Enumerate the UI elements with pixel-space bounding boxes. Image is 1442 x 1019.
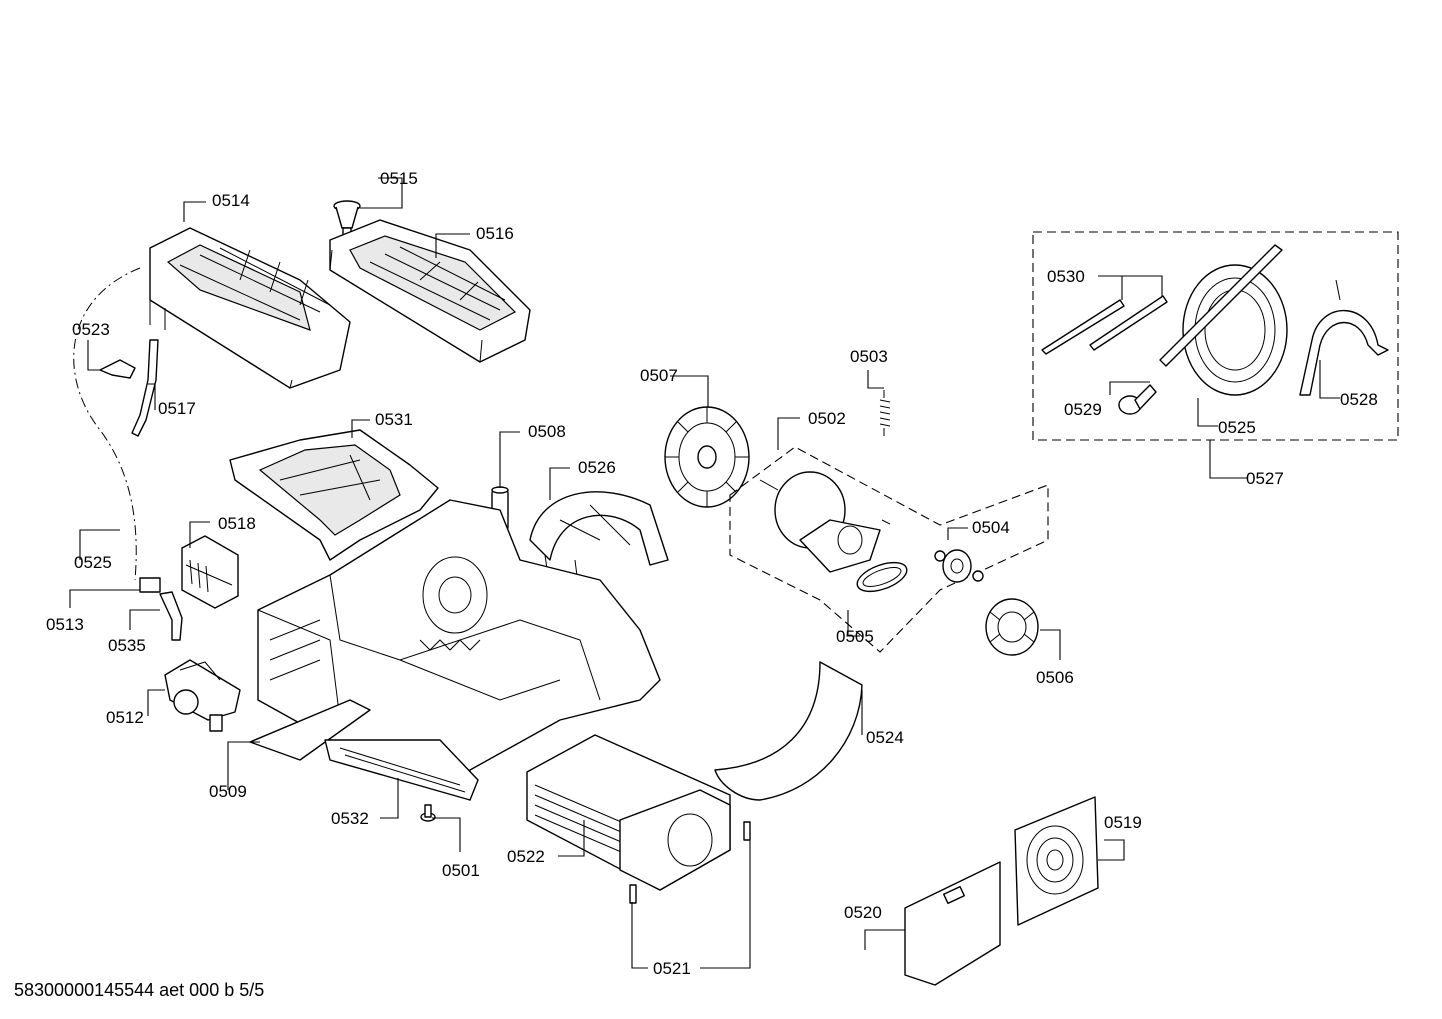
callout-0518: 0518 bbox=[218, 514, 256, 533]
part-0522-heat-exchanger bbox=[526, 734, 731, 891]
part-0517-hose bbox=[131, 339, 159, 437]
part-0524-seal bbox=[714, 661, 863, 801]
part-0514-container-housing bbox=[149, 227, 351, 389]
leader-lines bbox=[69, 177, 1340, 969]
callout-0523: 0523 bbox=[72, 320, 110, 339]
callout-0531: 0531 bbox=[375, 410, 413, 429]
callout-0509: 0509 bbox=[209, 782, 247, 801]
callout-labels: 0514 0515 0516 0523 0517 0525 0513 0535 … bbox=[46, 169, 1378, 978]
part-0502-motor bbox=[759, 471, 891, 573]
callout-0524: 0524 bbox=[866, 728, 904, 747]
callout-0512: 0512 bbox=[106, 708, 144, 727]
part-0528-bracket bbox=[1299, 279, 1389, 396]
part-0501-foot bbox=[420, 804, 436, 822]
callout-0535: 0535 bbox=[108, 636, 146, 655]
part-0504-pulley bbox=[934, 549, 984, 583]
part-0507-fan-wheel bbox=[664, 406, 750, 508]
callout-0508: 0508 bbox=[528, 422, 566, 441]
part-0525-hose-path-left bbox=[73, 267, 141, 581]
callout-0501: 0501 bbox=[442, 861, 480, 880]
callout-0517: 0517 bbox=[158, 399, 196, 418]
part-0516-water-tank bbox=[329, 219, 531, 363]
callout-0505: 0505 bbox=[836, 627, 874, 646]
callout-0532: 0532 bbox=[331, 809, 369, 828]
callout-0522: 0522 bbox=[507, 847, 545, 866]
part-0521-pins bbox=[629, 821, 751, 904]
callout-0521: 0521 bbox=[653, 959, 691, 978]
part-0506-fan bbox=[985, 598, 1039, 656]
part-0513-connector bbox=[139, 577, 161, 593]
callout-0519: 0519 bbox=[1104, 813, 1142, 832]
callout-0527: 0527 bbox=[1246, 469, 1284, 488]
callout-0506: 0506 bbox=[1036, 668, 1074, 687]
callout-0504: 0504 bbox=[972, 518, 1010, 537]
part-0518-pump-cover bbox=[181, 535, 239, 609]
group-0502-box bbox=[729, 446, 1049, 653]
part-0505-belt bbox=[856, 561, 908, 593]
part-base-frame bbox=[257, 499, 661, 801]
part-0523-clip bbox=[99, 359, 136, 379]
part-0531-air-duct bbox=[229, 429, 439, 561]
part-0526-bracket bbox=[529, 491, 669, 601]
callout-0507: 0507 bbox=[640, 366, 678, 385]
part-0509-tray bbox=[249, 699, 371, 761]
callout-0530: 0530 bbox=[1047, 267, 1085, 286]
callout-0515: 0515 bbox=[380, 169, 418, 188]
part-0519-cover bbox=[1014, 796, 1099, 926]
callout-0520: 0520 bbox=[844, 903, 882, 922]
callout-0513: 0513 bbox=[46, 615, 84, 634]
part-0512-pump bbox=[164, 659, 241, 732]
callout-0502: 0502 bbox=[808, 409, 846, 428]
part-0520-cover bbox=[904, 861, 1001, 986]
document-code: 58300000145544 aet 000 b 5/5 bbox=[14, 980, 265, 1000]
callout-0525-right: 0525 bbox=[1218, 418, 1256, 437]
callout-0529: 0529 bbox=[1064, 400, 1102, 419]
part-0503-spring bbox=[879, 390, 891, 436]
part-0532-strip bbox=[324, 739, 479, 801]
callout-0514: 0514 bbox=[212, 191, 250, 210]
part-0535-hose-piece bbox=[159, 591, 183, 641]
part-0530-cable-ties bbox=[1041, 295, 1168, 355]
callout-0525-left: 0525 bbox=[74, 553, 112, 572]
callout-0528: 0528 bbox=[1340, 390, 1378, 409]
group-0527-box bbox=[1032, 231, 1399, 441]
callout-0516: 0516 bbox=[476, 224, 514, 243]
callout-0503: 0503 bbox=[850, 347, 888, 366]
callout-0526: 0526 bbox=[578, 458, 616, 477]
part-0525-hose-coil bbox=[1159, 244, 1288, 396]
part-0529-nozzle bbox=[1118, 384, 1157, 415]
